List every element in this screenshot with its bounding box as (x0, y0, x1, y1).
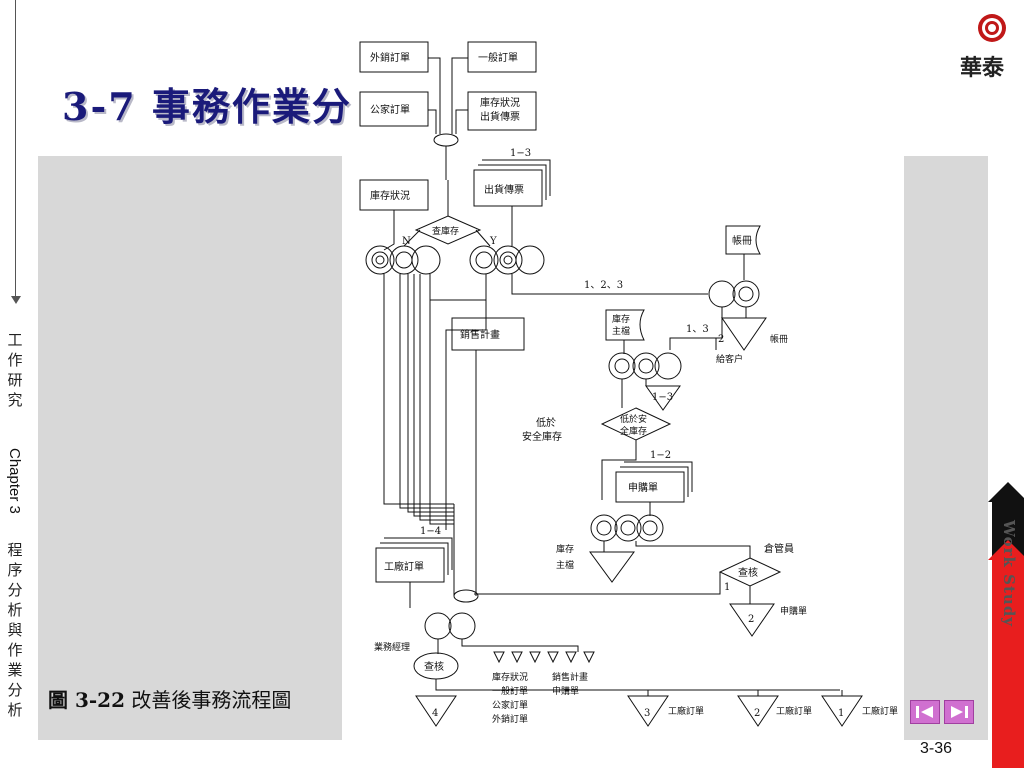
publisher-logo (978, 14, 1006, 42)
label-to-customer: 給客户 (716, 353, 743, 365)
red-arrow-icon (988, 540, 1024, 560)
doc-ledger: 帳冊 (732, 234, 752, 247)
doc-stock-shipping-line2: 出貨傳票 (480, 110, 520, 123)
figure-caption: 圖 3-22 改善後事務流程圖 (48, 684, 291, 713)
label-num-1: 1 (724, 582, 730, 593)
decision-check-warehouse: 查核 (738, 566, 758, 579)
label-file-2: 2 (754, 708, 760, 719)
rail-arrow-icon (11, 296, 21, 304)
doc-stock-status: 庫存狀況 (370, 189, 410, 202)
slide-nav (910, 700, 974, 724)
doc-general-order: 一般訂單 (478, 51, 518, 64)
rail-text-top: 工作研究 (7, 331, 23, 409)
decision-below-safety-line1: 低於安 (620, 413, 647, 425)
label-file-13: 1−3 (652, 392, 673, 403)
label-sales-manager: 業務經理 (374, 641, 410, 653)
decision-below-safety-line2: 全庫存 (620, 425, 647, 437)
label-warehouse-keeper: 倉管員 (764, 542, 794, 555)
doc-stock-master-line2: 主檔 (612, 325, 630, 337)
label-bottom-list-2: 一般訂單 (492, 685, 528, 697)
side-label-text: Work Study (1000, 520, 1018, 628)
label-below-safety-left-line2: 安全庫存 (522, 430, 562, 443)
doc-purchase-request: 申購單 (628, 481, 658, 494)
side-label: Work Study (1000, 520, 1024, 650)
label-bottom-list-6: 申購單 (552, 685, 579, 697)
label-file-4: 4 (432, 708, 438, 719)
logo-text: 華泰 (960, 55, 1005, 81)
label-bottom-list-3: 公家訂單 (492, 699, 528, 711)
rail-chapter: Chapter 3 (1, 448, 29, 532)
decision-check-manager: 查核 (424, 660, 444, 673)
doc-shipping-copies: 1−3 (510, 148, 531, 159)
rail-chapter-label: Chapter 3 (6, 448, 23, 514)
page-title: 3-7 事務作業分 (62, 84, 352, 129)
rail-text-bottom: 程序分析與作業分析 (7, 541, 23, 719)
content-panel-left (38, 156, 342, 740)
doc-sales-plan: 銷售計畫 (460, 328, 500, 341)
label-copies-123: 1、2、3 (584, 280, 623, 291)
label-bottom-list-5: 銷售計畫 (552, 671, 588, 683)
doc-factory-order: 工廠訂單 (384, 560, 424, 573)
label-bottom-list-1: 庫存狀況 (492, 671, 528, 683)
label-ledger-file: 帳冊 (770, 333, 788, 345)
label-num-2: 2 (718, 334, 724, 345)
label-bottom-list-4: 外銷訂單 (492, 713, 528, 725)
doc-stock-shipping-line1: 庫存狀況 (480, 96, 520, 109)
label-file-1: 1 (838, 708, 844, 719)
doc-export-order: 外銷訂單 (370, 51, 410, 64)
label-no: N (402, 236, 411, 247)
next-slide-button[interactable] (944, 700, 974, 724)
label-purchase-num-2: 2 (748, 614, 754, 625)
label-stock-master-file-line1: 庫存 (556, 543, 574, 555)
caption-text: 改善後事務流程圖 (131, 688, 292, 712)
label-file-3: 3 (644, 708, 650, 719)
prev-slide-icon (916, 706, 933, 718)
label-below-safety-left-line1: 低於 (536, 416, 556, 429)
rail-line (15, 0, 16, 300)
label-factory-order-file-1: 工廠訂單 (862, 705, 898, 717)
next-slide-icon (951, 706, 968, 718)
up-arrow-icon (988, 482, 1024, 502)
side-bar-red (992, 556, 1024, 768)
label-purchase-file: 申購單 (780, 605, 807, 617)
doc-stock-master-line1: 庫存 (612, 313, 630, 325)
label-yes: Y (489, 236, 497, 247)
left-rail: 工作研究 Chapter 3 程序分析與作業分析 (0, 0, 36, 768)
caption-label: 圖 3-22 (48, 688, 126, 712)
flowchart-diagram: 外銷訂單 一般訂單 公家訂單 庫存狀況 出貨傳票 庫存狀況 出貨傳票 1−3 查… (359, 41, 898, 727)
doc-public-order: 公家訂單 (370, 103, 410, 116)
label-factory-order-file-3: 工廠訂單 (668, 705, 704, 717)
doc-shipping-slip: 出貨傳票 (484, 183, 524, 196)
doc-factory-copies: 1−4 (420, 526, 441, 537)
page-number: 3-36 (920, 740, 953, 757)
doc-purchase-copies: 1−2 (650, 450, 671, 461)
prev-slide-button[interactable] (910, 700, 940, 724)
label-factory-order-file-2: 工廠訂單 (776, 705, 812, 717)
label-copies-13: 1、3 (686, 324, 709, 335)
label-stock-master-file-line2: 主檔 (556, 559, 574, 571)
content-panel-right (904, 156, 988, 740)
decision-check-stock: 查庫存 (432, 225, 459, 237)
